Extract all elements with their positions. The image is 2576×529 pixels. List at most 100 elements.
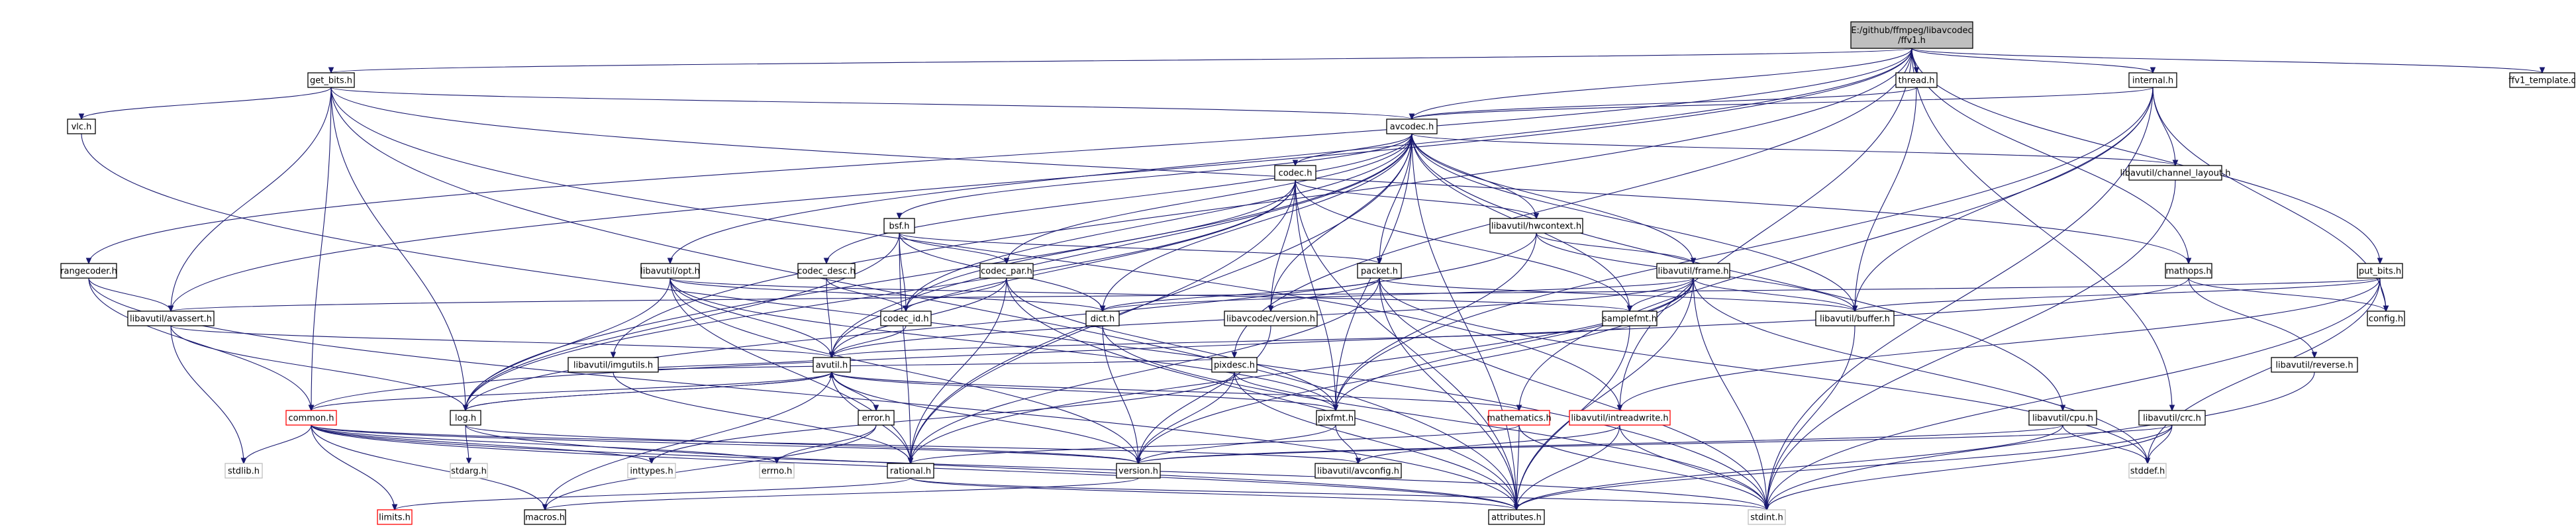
- node-label: libavutil/cpu.h: [2032, 414, 2093, 424]
- node-packet[interactable]: packet.h: [1357, 263, 1402, 279]
- edge-codec_desc-to-avutil: [826, 277, 832, 358]
- edge-frame-to-pixfmt: [1335, 277, 1694, 411]
- node-codec[interactable]: codec.h: [1274, 165, 1316, 181]
- node-codec-desc[interactable]: codec_desc.h: [797, 263, 856, 279]
- node-box: [1116, 463, 1161, 479]
- edge-opt-to-dict: [669, 277, 1103, 312]
- node-log[interactable]: log.h: [450, 410, 481, 426]
- node-ffv1-template[interactable]: ffv1_template.c: [2508, 72, 2576, 88]
- edge-intreadwrite-to-stdint: [1619, 424, 1767, 510]
- node-vlc[interactable]: vlc.h: [67, 119, 96, 134]
- edge-arrowhead: [648, 457, 655, 465]
- node-bsf[interactable]: bsf.h: [883, 218, 915, 234]
- node-error[interactable]: error.h: [858, 410, 895, 426]
- node-rangecoder[interactable]: rangecoder.h: [60, 263, 117, 279]
- node-stdarg[interactable]: stdarg.h: [450, 463, 488, 479]
- node-opt[interactable]: libavutil/opt.h: [640, 263, 700, 279]
- edge-arrowhead: [328, 67, 334, 74]
- edge-avcodec-to-bsf: [899, 133, 1412, 219]
- edge-get_bits-to-avassert: [170, 87, 332, 312]
- node-rational[interactable]: rational.h: [887, 463, 934, 479]
- node-box: [1850, 21, 1973, 49]
- node-dict[interactable]: dict.h: [1085, 311, 1120, 326]
- edge-arrowhead: [2539, 67, 2546, 74]
- edge-arrowhead: [466, 457, 472, 465]
- node-lavc-version[interactable]: libavcodec/version.h: [1224, 311, 1318, 326]
- edge-arrowhead: [2150, 67, 2156, 74]
- node-thread[interactable]: thread.h: [1895, 72, 1938, 88]
- node-limits[interactable]: limits.h: [377, 509, 413, 525]
- node-label: version.h: [1118, 467, 1158, 477]
- edge-arrowhead: [896, 213, 903, 220]
- node-box: [2357, 263, 2403, 279]
- node-root[interactable]: E:/github/ffmpeg/libavcodec/ffv1.h: [1850, 21, 1973, 49]
- node-label: libavutil/avassert.h: [130, 314, 212, 324]
- edge-packet-to-buffer: [1379, 277, 1856, 312]
- node-box: [797, 263, 856, 279]
- node-put-bits[interactable]: put_bits.h: [2357, 263, 2403, 279]
- node-stdlib[interactable]: stdlib.h: [224, 463, 263, 479]
- node-stdint[interactable]: stdint.h: [1748, 509, 1786, 525]
- node-pixfmt[interactable]: pixfmt.h: [1316, 410, 1356, 426]
- node-get-bits[interactable]: get_bits.h: [307, 72, 355, 88]
- node-avutil[interactable]: avutil.h: [813, 357, 851, 373]
- node-attributes[interactable]: attributes.h: [1488, 509, 1545, 525]
- node-box: [2138, 410, 2206, 426]
- edge-thread-to-buffer: [1854, 87, 1917, 312]
- node-pixdesc[interactable]: pixdesc.h: [1211, 357, 1258, 373]
- node-intreadwrite[interactable]: libavutil/intreadwrite.h: [1569, 410, 1671, 426]
- node-inttypes[interactable]: inttypes.h: [627, 463, 676, 479]
- node-internal[interactable]: internal.h: [2128, 72, 2177, 88]
- edge-rational-to-attributes: [910, 477, 1517, 510]
- edge-codec-to-codec_id: [905, 179, 1296, 312]
- node-reverse[interactable]: libavutil/reverse.h: [2271, 357, 2358, 373]
- node-box: [2128, 165, 2222, 181]
- node-label: codec_par.h: [981, 267, 1032, 277]
- node-box: [1488, 509, 1545, 525]
- edge-arrowhead: [1626, 305, 1633, 313]
- node-box: [568, 357, 659, 373]
- node-avcodec[interactable]: avcodec.h: [1386, 119, 1438, 134]
- node-label: attributes.h: [1491, 513, 1542, 523]
- node-codec-par[interactable]: codec_par.h: [979, 263, 1034, 279]
- node-box: [307, 72, 355, 88]
- node-common[interactable]: common.h: [285, 410, 337, 426]
- edge-mathematics-to-attributes: [1516, 424, 1520, 510]
- edge-avcodec-to-hwcontext: [1411, 133, 1537, 219]
- node-crc[interactable]: libavutil/crc.h: [2138, 410, 2206, 426]
- node-avassert[interactable]: libavutil/avassert.h: [127, 311, 215, 326]
- edge-root-to-opt: [669, 48, 1912, 264]
- edge-root-to-internal: [1911, 48, 2154, 73]
- node-box: [1274, 165, 1316, 181]
- node-channel-layout[interactable]: libavutil/channel_layout.h: [2120, 165, 2231, 181]
- node-version[interactable]: version.h: [1116, 463, 1161, 479]
- edge-root-to-avcodec: [1411, 48, 1912, 120]
- node-macros[interactable]: macros.h: [524, 509, 566, 525]
- node-mathematics[interactable]: mathematics.h: [1487, 410, 1552, 426]
- node-cpu[interactable]: libavutil/cpu.h: [2028, 410, 2097, 426]
- edge-root-to-ffv1_template: [1911, 48, 2543, 73]
- edge-arrowhead: [1267, 305, 1274, 313]
- edge-arrowhead: [828, 352, 835, 359]
- node-label: libavutil/intreadwrite.h: [1571, 414, 1668, 424]
- node-box: [979, 263, 1034, 279]
- node-errno[interactable]: errno.h: [759, 463, 795, 479]
- edge-avcodec-to-buffer: [1411, 133, 1856, 312]
- node-hwcontext[interactable]: libavutil/hwcontext.h: [1489, 218, 1583, 234]
- node-imgutils[interactable]: libavutil/imgutils.h: [568, 357, 659, 373]
- node-box: [858, 410, 895, 426]
- node-buffer[interactable]: libavutil/buffer.h: [1815, 311, 1895, 326]
- node-avconfig[interactable]: libavutil/avconfig.h: [1314, 463, 1402, 479]
- node-box: [2271, 357, 2358, 373]
- edge-put_bits-to-intreadwrite: [1619, 277, 2381, 411]
- node-label: avutil.h: [816, 361, 848, 371]
- node-codec-id[interactable]: codec_id.h: [880, 311, 932, 326]
- node-stddef[interactable]: stddef.h: [2128, 463, 2167, 479]
- node-samplefmt[interactable]: samplefmt.h: [1602, 311, 1658, 326]
- edge-hwcontext-to-frame: [1536, 232, 1694, 264]
- node-config[interactable]: config.h: [2367, 311, 2405, 326]
- node-frame[interactable]: libavutil/frame.h: [1656, 263, 1730, 279]
- node-label: libavutil/avconfig.h: [1317, 467, 1399, 477]
- node-mathops[interactable]: mathops.h: [2165, 263, 2212, 279]
- edge-common-to-limits: [311, 424, 395, 510]
